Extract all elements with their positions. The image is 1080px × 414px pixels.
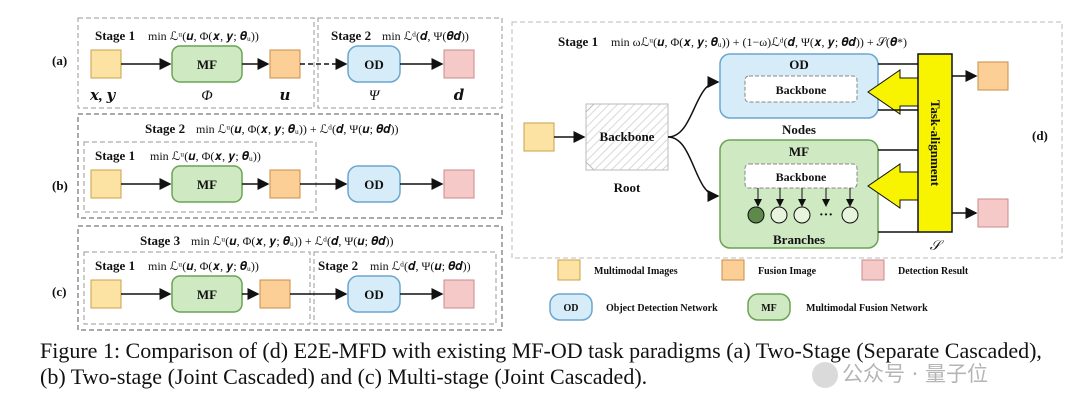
panel-a-psi: Ψ <box>369 88 381 104</box>
panel-d: (d) Stage 1 min ωℒᵘ(𝒖, Φ(𝒙, 𝒚; 𝜽ᵤ)) + (1… <box>511 21 1063 259</box>
panel-d-arrow-to-od <box>667 76 720 138</box>
panel-a-stage2-formula: min ℒᵈ(𝒅, Ψ(𝜽𝒅)) <box>382 29 469 43</box>
panel-b-tag: (b) <box>52 178 68 193</box>
panel-b-stage1-box <box>83 141 317 213</box>
panel-d-task-alignment-bar <box>917 53 953 233</box>
panel-d-root-label: Root <box>614 180 641 195</box>
panel-d-branch-3 <box>793 206 811 224</box>
panel-d-od-label: OD <box>789 57 809 72</box>
panel-d-box <box>511 21 1063 259</box>
legend-mf-badge <box>747 293 791 321</box>
panel-c-stage1-box <box>83 251 311 325</box>
panel-a-stage1-label: Stage 1 <box>95 28 135 43</box>
legend: Multimodal Images Fusion Image Detection… <box>549 259 969 321</box>
panel-a-stage2-label: Stage 2 <box>331 28 371 43</box>
panel-c-mf-label: MF <box>197 287 217 302</box>
panel-d-stage1-label: Stage 1 <box>558 34 598 49</box>
panel-a-tag: (a) <box>52 53 67 68</box>
panel-a-multimodal-image <box>90 49 122 79</box>
panel-a-detection-result <box>443 49 475 79</box>
panel-c-stage1-label: Stage 1 <box>95 258 135 273</box>
watermark: 公众号 · 量子位 <box>812 358 988 388</box>
legend-detection-label: Detection Result <box>898 266 969 277</box>
panel-d-multimodal-image <box>523 122 555 152</box>
legend-od-badge-text: OD <box>564 303 579 314</box>
watermark-text: 公众号 · 量子位 <box>842 362 989 386</box>
panel-d-branch-dots: ··· <box>819 208 833 223</box>
panel-c-stage2-label: Stage 2 <box>318 258 358 273</box>
legend-multimodal-label: Multimodal Images <box>594 266 678 277</box>
panel-a-stage2-box <box>317 17 503 109</box>
panel-a-stage1-formula: min ℒᵘ(𝒖, Φ(𝒙, 𝒚; 𝜽ᵤ)) <box>148 29 259 43</box>
panel-c-od-label: OD <box>364 287 384 302</box>
panel-d-od-backbone-label: Backbone <box>776 83 827 97</box>
panel-b-detection-result <box>443 169 475 199</box>
panel-d-fusion-image <box>977 61 1009 91</box>
panel-d-nodes-label: Nodes <box>782 122 816 137</box>
panel-c-outer-box <box>77 225 503 331</box>
legend-multimodal-swatch <box>557 259 581 281</box>
panel-d-mf-label: MF <box>789 144 809 159</box>
panel-a-xy: 𝒙, 𝒚 <box>89 88 116 104</box>
panel-c-stage2-box <box>313 251 497 325</box>
panel-c-stage1-formula: min ℒᵘ(𝒖, Φ(𝒙, 𝒚; 𝜽ᵤ)) <box>148 259 259 273</box>
legend-fusion-swatch <box>721 259 745 281</box>
legend-fusion-label: Fusion Image <box>758 266 817 277</box>
panel-d-od-backbone <box>744 75 858 103</box>
panel-b-stage2-formula: min ℒᵘ(𝒖, Φ(𝒙, 𝒚; 𝜽ᵤ)) + ℒᵈ(𝒅, Ψ(𝒖; 𝜽𝒅)) <box>196 122 399 136</box>
panel-c-detection-result <box>443 279 475 309</box>
panel-d-task-alignment-label: Task-alignment <box>928 100 943 187</box>
panel-d-branch-4 <box>841 206 859 224</box>
panel-b-stage1-label: Stage 1 <box>95 148 135 163</box>
panel-c-stage2-formula: min ℒᵈ(𝒅, Ψ(𝒖; 𝜽𝒅)) <box>370 259 471 273</box>
panel-a: (a) Stage 1 min ℒᵘ(𝒖, Φ(𝒙, 𝒚; 𝜽ᵤ)) Stage… <box>52 17 503 109</box>
panel-a-stage1-box <box>77 17 315 109</box>
panel-d-tag: (d) <box>1032 128 1048 143</box>
panel-a-u: 𝒖 <box>280 88 291 104</box>
panel-a-mf-label: MF <box>197 57 217 72</box>
watermark-logo-icon <box>812 362 838 388</box>
legend-od-badge <box>549 293 593 321</box>
panel-d-detection-result <box>977 198 1009 228</box>
panel-b-od-label: OD <box>364 177 384 192</box>
panel-c-fusion-image <box>259 279 291 309</box>
panel-d-branch-1 <box>747 206 765 224</box>
panel-d-branch-2 <box>770 206 788 224</box>
panel-b-mf-label: MF <box>197 177 217 192</box>
panel-d-branch-lines <box>754 188 854 207</box>
panel-b-fusion-image <box>269 169 301 199</box>
panel-d-mf-backbone-label: Backbone <box>776 170 827 184</box>
panel-b-outer-box <box>77 113 503 219</box>
panel-a-od-label: OD <box>364 57 384 72</box>
figure-caption: Figure 1: Comparison of (d) E2E-MFD with… <box>40 338 1042 389</box>
panel-d-feedback-arrow-od <box>867 69 921 115</box>
panel-b-stage2-label: Stage 2 <box>145 121 185 136</box>
legend-mf-label: Multimodal Fusion Network <box>806 303 928 314</box>
panel-d-s-symbol: 𝒮 <box>930 239 945 254</box>
panel-a-phi: Φ <box>201 88 213 104</box>
panel-a-d: 𝒅 <box>454 88 465 104</box>
panel-c-stage3-label: Stage 3 <box>140 233 181 248</box>
panel-d-stage1-formula: min ωℒᵘ(𝒖, Φ(𝒙, 𝒚; 𝜽ᵤ)) + (1−ω)ℒᵈ(𝒅, Ψ(𝒙… <box>611 35 907 49</box>
panel-c: (c) Stage 3 min ℒᵘ(𝒖, Φ(𝒙, 𝒚; 𝜽ᵤ)) + ℒᵈ(… <box>52 225 503 331</box>
panel-c-multimodal-image <box>90 279 122 309</box>
panel-d-mf-backbone <box>744 163 858 189</box>
panel-b-stage1-formula: min ℒᵘ(𝒖, Φ(𝒙, 𝒚; 𝜽ᵤ)) <box>150 149 261 163</box>
panel-b-multimodal-image <box>90 169 122 199</box>
panel-a-fusion-image <box>269 49 301 79</box>
legend-mf-badge-text: MF <box>761 303 777 314</box>
panel-b: (b) Stage 2 min ℒᵘ(𝒖, Φ(𝒙, 𝒚; 𝜽ᵤ)) + ℒᵈ(… <box>52 113 503 219</box>
panel-d-arrow-to-mf <box>667 136 720 202</box>
panel-d-root-backbone-label: Backbone <box>600 129 655 144</box>
legend-od-label: Object Detection Network <box>606 303 718 314</box>
legend-detection-swatch <box>861 259 885 281</box>
panel-c-tag: (c) <box>52 284 66 299</box>
panel-d-feedback-arrow-mf <box>867 163 921 209</box>
panel-d-branches-label: Branches <box>773 232 825 247</box>
panel-c-stage3-formula: min ℒᵘ(𝒖, Φ(𝒙, 𝒚; 𝜽ᵤ)) + ℒᵈ(𝒅, Ψ(𝒖; 𝜽𝒅)) <box>191 234 394 248</box>
